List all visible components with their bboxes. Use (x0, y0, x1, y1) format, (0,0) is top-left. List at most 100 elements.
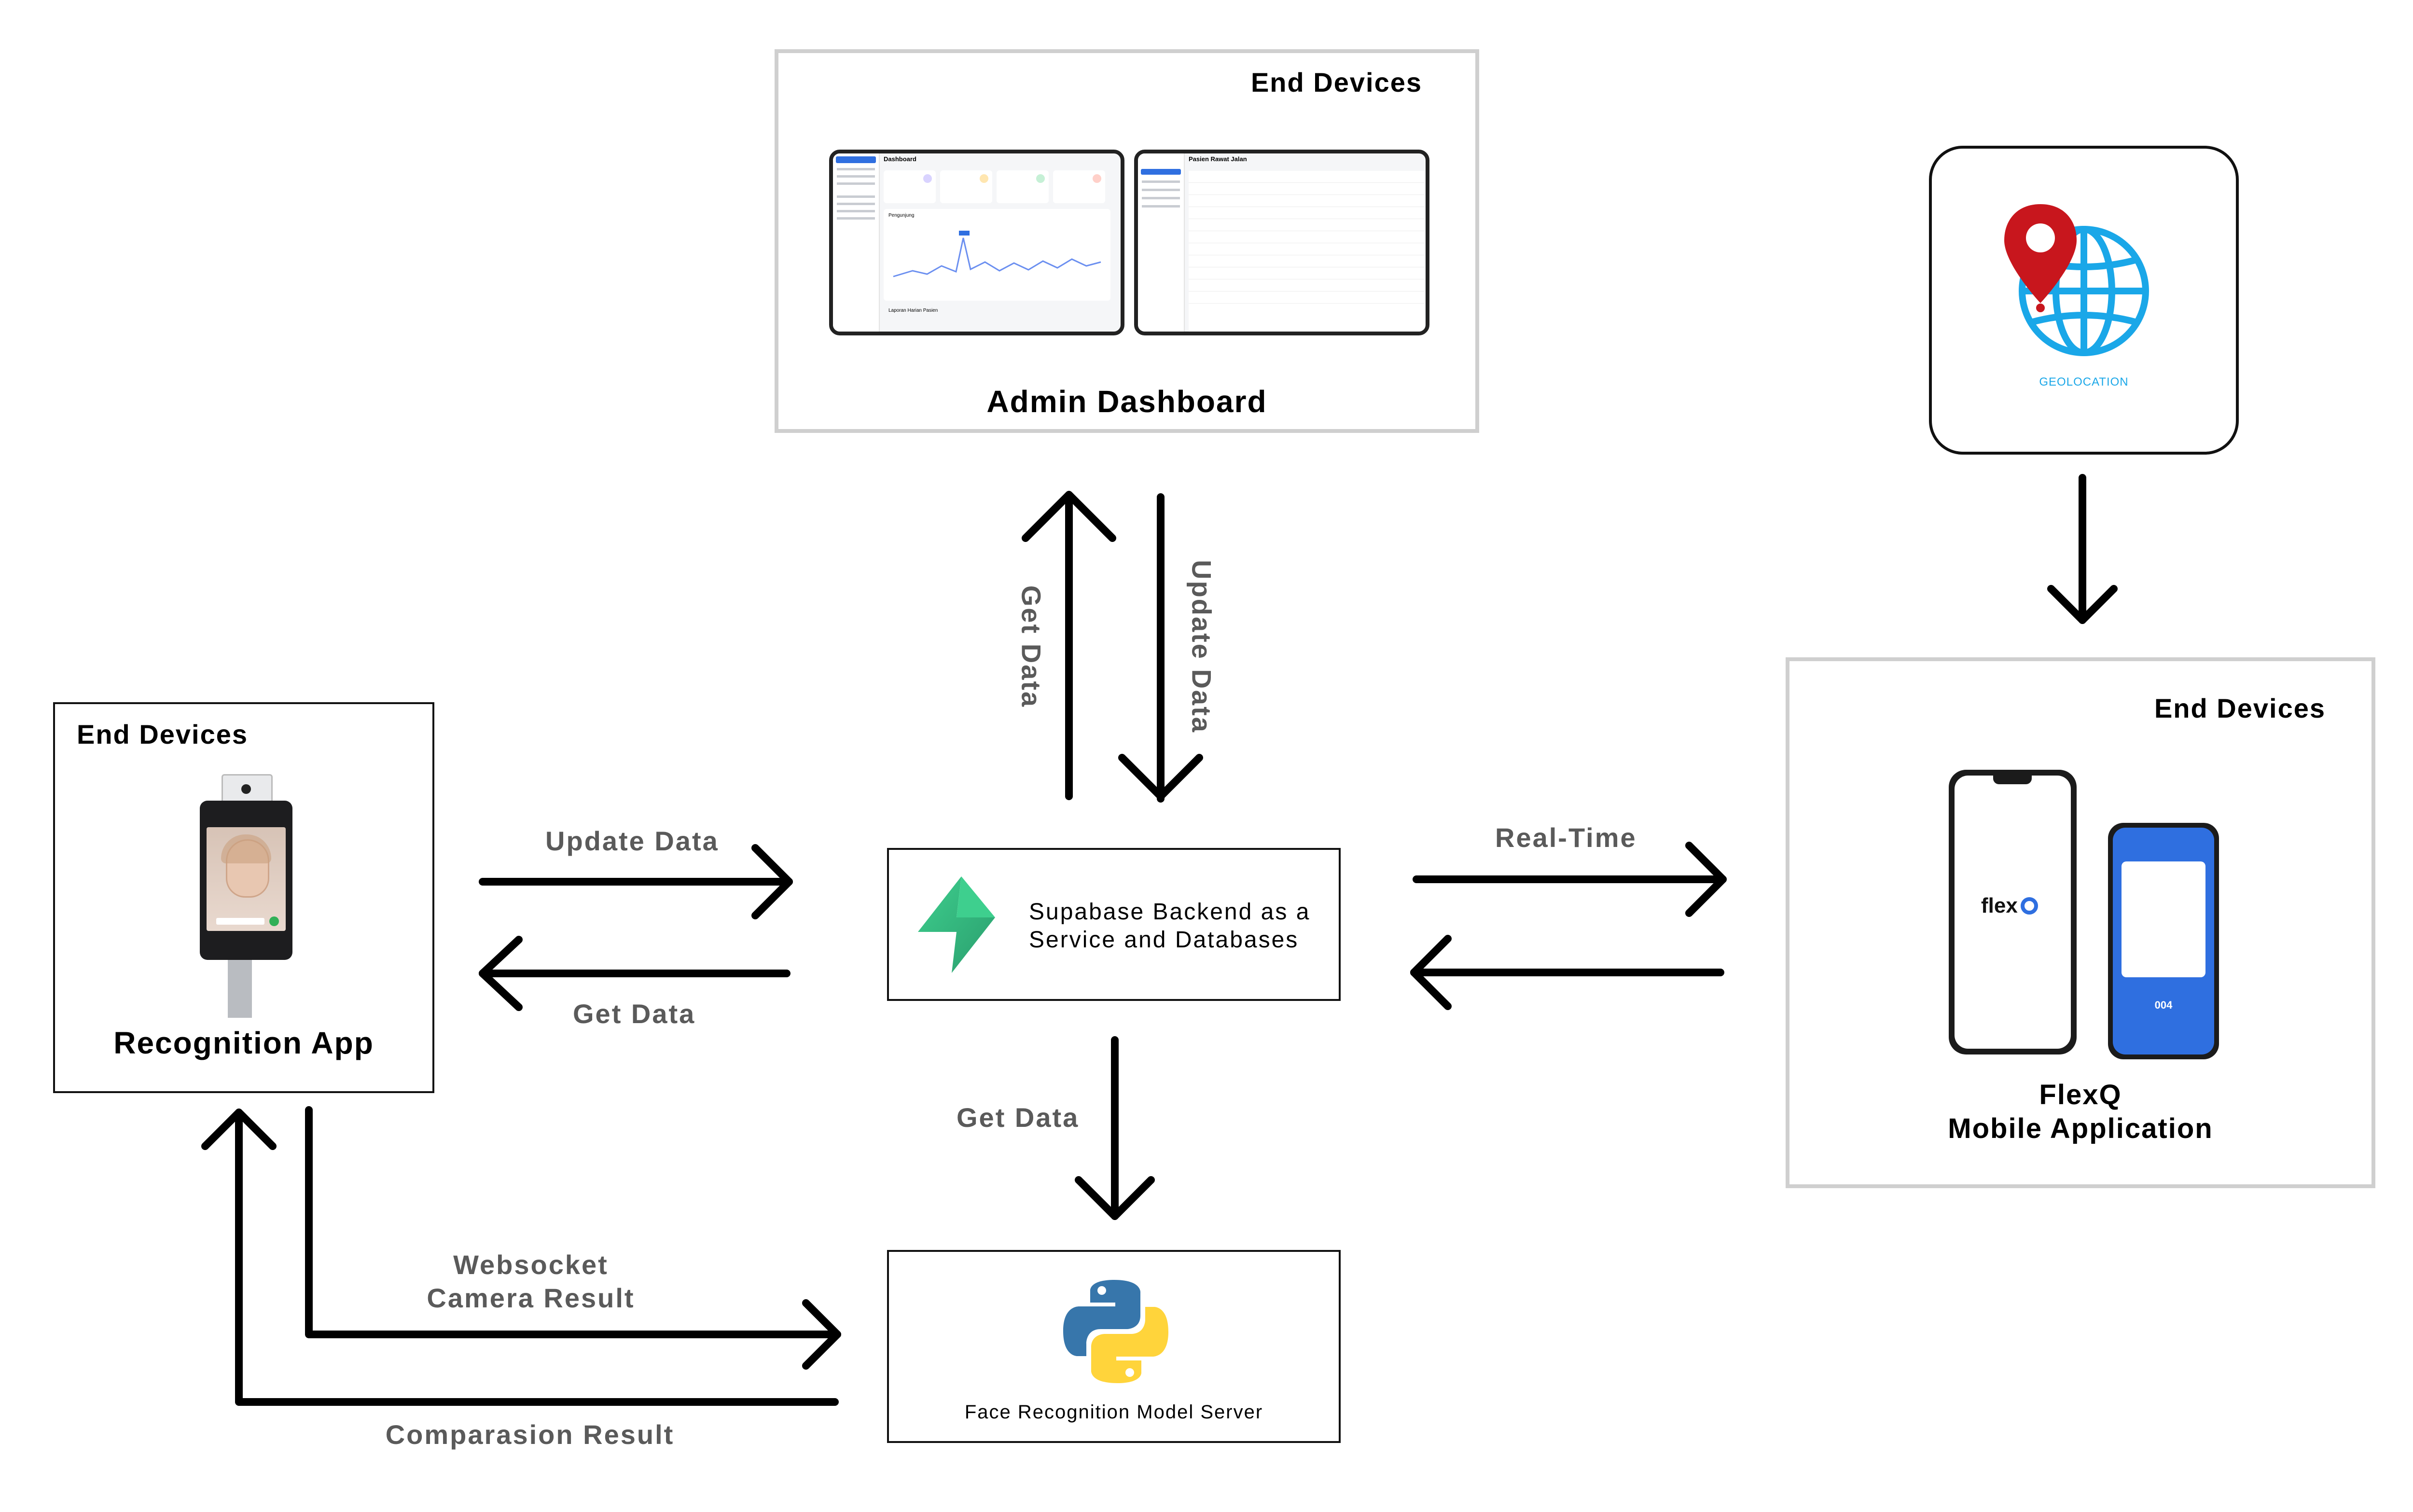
verified-check-icon (269, 916, 279, 926)
sidebar-item (837, 168, 875, 170)
geolocation-icon (2004, 204, 2149, 356)
sidebar-item (837, 217, 875, 220)
flexq-end-devices-heading: End Devices (2154, 693, 2326, 723)
arrow-get-data-left (479, 936, 790, 1011)
face-hair (221, 834, 271, 863)
recognition-end-devices-heading: End Devices (77, 719, 249, 749)
stat-icon (1036, 174, 1045, 183)
stat-card (1053, 170, 1105, 203)
python-logo-icon (1063, 1280, 1168, 1383)
recognition-app-box: End Devices Recognition App (53, 702, 434, 1093)
patients-sidebar (1138, 153, 1185, 332)
sidebar-logo (836, 156, 876, 163)
label-get-data-up: Get Data (1016, 585, 1047, 708)
dashboard-screenshot-1: Dashboard Pengunjung Laporan Harian Pasi… (829, 150, 1124, 335)
flexq-logo-q-icon (2020, 897, 2038, 915)
flexq-logo: flex (1981, 894, 2038, 918)
arrow-websocket (305, 1106, 841, 1370)
patients-title: Pasien Rawat Jalan (1189, 155, 1247, 163)
admin-end-devices-heading: End Devices (1250, 67, 1422, 97)
table-row (1189, 207, 1425, 219)
phone-blue-screen: 004 (2113, 828, 2214, 1054)
camera-lens-icon (241, 784, 251, 794)
geolocation-label: GEOLOCATION (2039, 375, 2129, 388)
arrow-geolocation-down (2047, 474, 2118, 624)
visitor-chart-title: Pengunjung (888, 213, 915, 218)
table-row (1189, 267, 1425, 279)
sidebar-item (1142, 205, 1180, 208)
globe-icon (2019, 226, 2149, 356)
supabase-logo-icon (918, 876, 995, 973)
stat-icon (923, 174, 932, 183)
table-row (1189, 195, 1425, 207)
table-row (1189, 171, 1425, 183)
supabase-box: Supabase Backend as a Service and Databa… (887, 848, 1341, 1001)
recognition-app-title: Recognition App (113, 1026, 374, 1060)
flexq-logo-text: flex (1981, 894, 2018, 917)
table-row (1189, 231, 1425, 243)
queue-number: 004 (2154, 999, 2173, 1011)
dashboard-title: Dashboard (884, 155, 916, 163)
recognition-result-bar (216, 918, 264, 925)
phone-white: flex (1949, 770, 2077, 1054)
label-websocket-line1: Websocket (453, 1249, 609, 1280)
supabase-label-line2: Service and Databases (1029, 927, 1299, 953)
table-row (1189, 243, 1425, 255)
flexq-title-line2: Mobile Application (1948, 1113, 2213, 1144)
sidebar-item (837, 175, 875, 178)
dashboard-screenshot-2: Pasien Rawat Jalan (1134, 150, 1429, 335)
stat-icon (980, 174, 988, 183)
sidebar-item (1142, 189, 1180, 191)
label-update-data-right: Update Data (545, 826, 719, 856)
kiosk-device (200, 801, 292, 960)
arrow-real-time-right (1413, 842, 1727, 917)
arrow-update-data-right (479, 844, 793, 919)
stat-card (997, 170, 1049, 203)
admin-dashboard-box: End Devices Dashboard Pengunjung Laporan… (775, 49, 1479, 433)
visitor-line-chart (893, 231, 1101, 277)
arrow-get-data-up (1022, 491, 1116, 800)
label-real-time: Real-Time (1495, 822, 1637, 853)
kiosk-stand (228, 955, 252, 1018)
sidebar-item (837, 195, 875, 198)
admin-dashboard-title: Admin Dashboard (986, 384, 1267, 419)
sidebar-item (837, 182, 875, 185)
face-recognition-server-label: Face Recognition Model Server (964, 1401, 1263, 1423)
arrow-update-data-down (1118, 493, 1203, 803)
dashboard-sidebar (833, 153, 880, 332)
patients-table (1189, 171, 1425, 332)
phone-white-screen: flex (1955, 776, 2071, 1049)
face-recognition-server-box: Face Recognition Model Server (887, 1250, 1341, 1443)
table-row (1189, 291, 1425, 304)
label-get-data-down: Get Data (957, 1102, 1080, 1133)
sidebar-item (1142, 197, 1180, 199)
arrow-flexq-left (1410, 935, 1724, 1010)
kiosk-screen (207, 827, 286, 931)
table-row (1189, 183, 1425, 195)
flexq-mobile-box: End Devices flex 004 FlexQ Mobile Applic… (1786, 657, 2375, 1188)
table-row (1189, 279, 1425, 291)
label-comparison-result: Comparasion Result (385, 1419, 675, 1450)
location-pin-icon (2004, 204, 2077, 312)
ticket-card (2122, 861, 2205, 977)
label-get-data-left: Get Data (573, 999, 696, 1029)
label-update-data-down: Update Data (1186, 560, 1217, 734)
daily-report-title: Laporan Harian Pasien (888, 308, 938, 313)
sidebar-item (1142, 180, 1180, 183)
arrow-comparison-result (201, 1109, 839, 1406)
label-websocket-line2: Camera Result (427, 1283, 635, 1313)
table-row (1189, 219, 1425, 231)
stat-card (940, 170, 992, 203)
stat-icon (1093, 174, 1101, 183)
phone-notch (1993, 776, 2032, 784)
geolocation-box: GEOLOCATION (1929, 146, 2239, 455)
sidebar-item (837, 203, 875, 205)
arrow-get-data-down (1075, 1036, 1155, 1220)
supabase-label-line1: Supabase Backend as a (1029, 899, 1311, 925)
sidebar-active-item (1141, 169, 1181, 175)
stat-card (884, 170, 936, 203)
sidebar-item (837, 210, 875, 212)
flexq-title-line1: FlexQ (2039, 1079, 2122, 1110)
phone-blue: 004 (2108, 823, 2219, 1059)
